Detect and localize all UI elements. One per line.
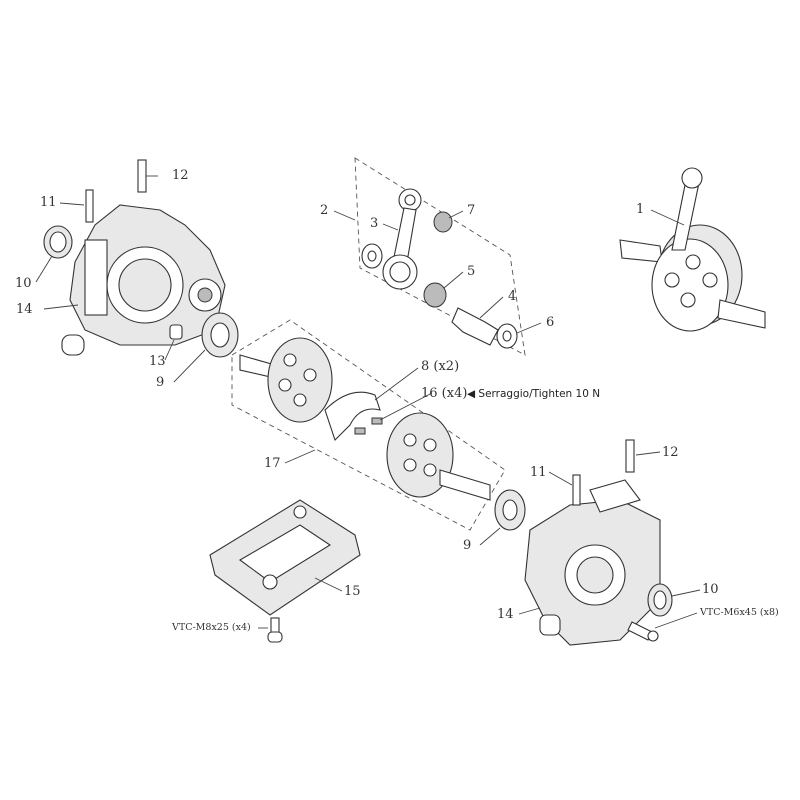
- crank-half-right: [386, 412, 491, 501]
- callout-12-right: 12: [662, 445, 679, 460]
- bearing-9-right: [494, 489, 526, 531]
- seal-10-left: [43, 225, 73, 259]
- callout-17: 17: [264, 456, 281, 471]
- callout-14-left: 14: [16, 302, 33, 317]
- callout-6: 6: [546, 315, 555, 330]
- callout-15: 15: [344, 584, 361, 599]
- callout-11-left: 11: [40, 195, 57, 210]
- callout-11-right: 11: [530, 465, 547, 480]
- screw-m6: [627, 621, 659, 642]
- torque-note: ◀ Serraggio/Tighten 10 N: [467, 389, 600, 400]
- callout-2: 2: [320, 203, 329, 218]
- connecting-rod-3: [382, 188, 422, 290]
- mounting-frame-15: [209, 499, 361, 616]
- stud-12-left: [137, 159, 147, 193]
- callout-7: 7: [467, 203, 476, 218]
- needle-bearing-5: [423, 282, 447, 308]
- torque-note-text: Serraggio/Tighten 10 N: [478, 388, 601, 400]
- group-box-17: [231, 319, 506, 531]
- crank-half-left: [239, 337, 333, 423]
- callout-16: 16 (x4): [421, 386, 468, 401]
- callout-1: 1: [636, 202, 645, 217]
- stud-11-left: [85, 189, 94, 223]
- washer-2: [361, 243, 383, 269]
- leader-lines: [35, 175, 701, 629]
- callout-10-left: 10: [15, 276, 32, 291]
- stud-11-right: [572, 474, 581, 506]
- callout-3: 3: [370, 216, 379, 231]
- callout-9-right: 9: [463, 538, 472, 553]
- callout-14-right: 14: [497, 607, 514, 622]
- crank-pin-4: [451, 307, 499, 346]
- callout-12-left: 12: [172, 168, 189, 183]
- callout-5: 5: [467, 264, 476, 279]
- needle-bearing-7: [433, 211, 453, 233]
- group-box-2: [354, 157, 526, 356]
- callout-4: 4: [508, 289, 517, 304]
- callout-screw-m8: VTC-M8x25 (x4): [172, 622, 251, 633]
- dowel-13: [169, 324, 183, 340]
- callout-9-left: 9: [156, 375, 165, 390]
- callout-8: 8 (x2): [421, 359, 460, 374]
- callout-screw-m6: VTC-M6x45 (x8): [700, 607, 779, 618]
- crankcase-right: [524, 479, 661, 646]
- callout-13: 13: [149, 354, 166, 369]
- crankshaft-assembly-1: [619, 167, 766, 332]
- screw-m8: [267, 617, 283, 643]
- bearing-9-left: [201, 312, 239, 358]
- counterweight-insert-8: [324, 391, 381, 442]
- crankcase-left: [61, 204, 226, 356]
- screw-16: [354, 417, 383, 435]
- callout-10-right: 10: [702, 582, 719, 597]
- stud-12-right: [625, 439, 635, 473]
- seal-10-right: [647, 583, 673, 617]
- triangle-left-icon: ◀: [467, 388, 476, 400]
- washer-6: [496, 323, 518, 349]
